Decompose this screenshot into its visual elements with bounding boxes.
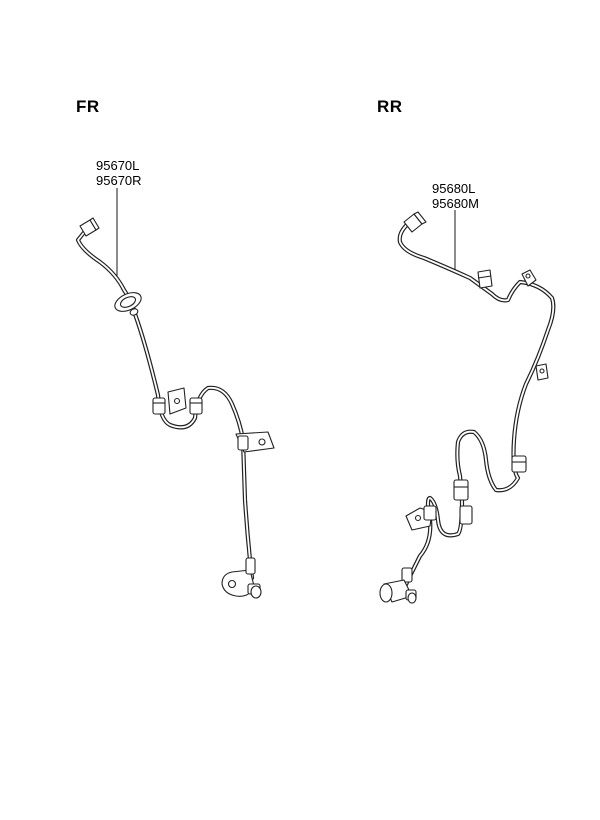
rear-wheel-sensor xyxy=(379,567,417,604)
rear-part-numbers: 95680L 95680M xyxy=(432,181,479,211)
rear-heading: RR xyxy=(377,97,403,116)
front-sensor-harness xyxy=(75,188,275,599)
rear-part-number-m: 95680M xyxy=(432,196,479,211)
rear-clip-6 xyxy=(459,505,473,525)
rear-bracket xyxy=(405,505,437,531)
front-part-number-right: 95670R xyxy=(96,173,142,188)
front-grommet xyxy=(114,292,142,316)
front-connector xyxy=(79,217,100,237)
rear-connector xyxy=(403,211,427,233)
front-wheel-sensor xyxy=(221,557,262,599)
front-bracket-2 xyxy=(235,431,275,453)
front-bracket-1 xyxy=(167,387,187,415)
front-clip-1 xyxy=(152,397,166,415)
rear-clip-3 xyxy=(535,363,549,381)
rear-part-number-left: 95680L xyxy=(432,181,476,196)
front-clip-2 xyxy=(189,397,203,415)
rear-clip-1 xyxy=(477,269,493,289)
rear-clip-5 xyxy=(453,479,469,501)
rear-clip-2 xyxy=(521,269,537,287)
rear-sensor-harness xyxy=(379,210,556,604)
front-part-numbers: 95670L 95670R xyxy=(96,158,142,188)
rear-clip-4 xyxy=(511,455,527,473)
front-heading: FR xyxy=(76,97,100,116)
front-part-number-left: 95670L xyxy=(96,158,140,173)
